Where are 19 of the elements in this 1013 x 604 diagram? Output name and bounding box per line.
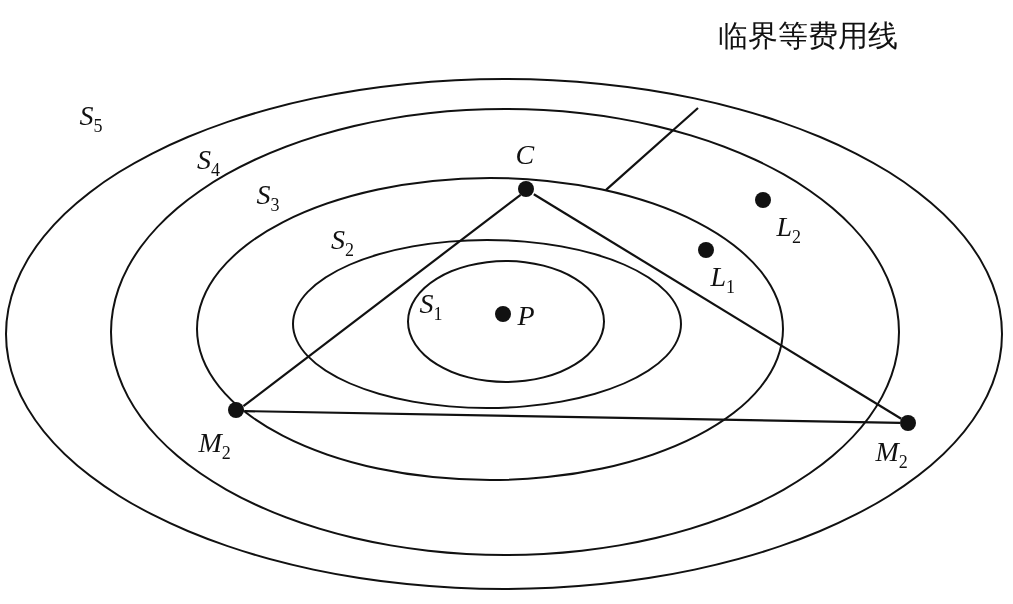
point-label: L$_{1}$ bbox=[710, 260, 736, 299]
triangle-side-line bbox=[533, 193, 902, 420]
point-label: P bbox=[517, 299, 535, 332]
point-label: M$_{2}$ bbox=[198, 426, 231, 465]
triangle-side-line bbox=[242, 193, 522, 408]
isodapane-label: S$_{4}$ bbox=[197, 144, 220, 182]
isodapane-label: S$_{2}$ bbox=[331, 224, 354, 262]
isodapane-label: S$_{3}$ bbox=[256, 178, 280, 217]
isodapane-label: S$_{1}$ bbox=[419, 287, 443, 326]
point-label: L$_{2}$ bbox=[776, 210, 802, 249]
isodapane-ellipse bbox=[109, 107, 900, 556]
callout-text: 临界等费用线 bbox=[718, 18, 898, 54]
triangle-side-line bbox=[245, 410, 900, 424]
point-label: C bbox=[515, 138, 535, 171]
point-label: M$_{2}$ bbox=[875, 435, 908, 474]
leader-line bbox=[605, 107, 699, 191]
isodapane-label: S$_{5}$ bbox=[79, 99, 103, 138]
isodapane-ellipse bbox=[407, 260, 605, 383]
isodapane-ellipse bbox=[5, 78, 1003, 590]
